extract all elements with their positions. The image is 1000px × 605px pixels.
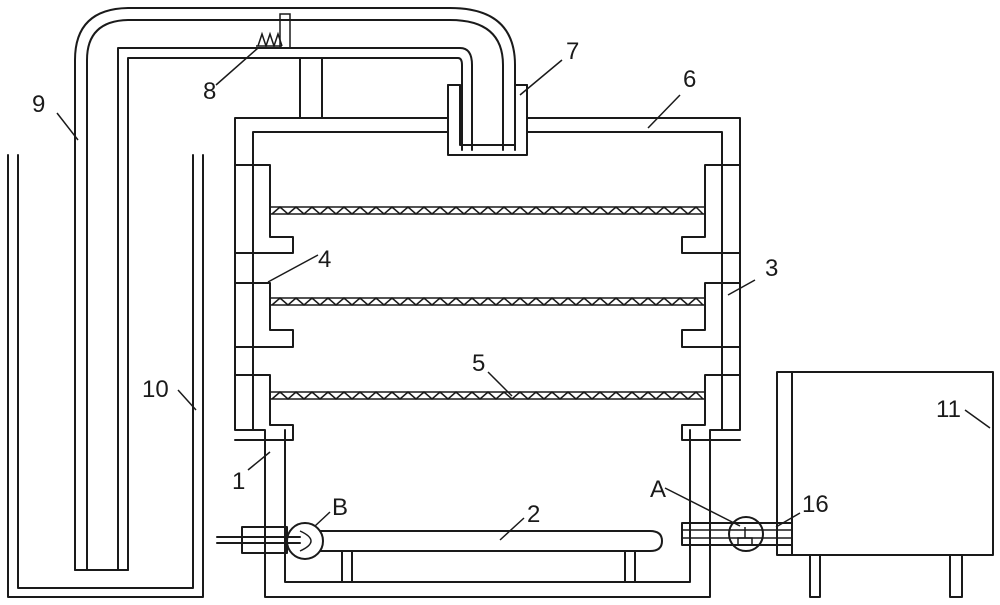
label-16: 16 <box>802 491 829 518</box>
drain-pipe <box>681 516 793 552</box>
label-9: 9 <box>32 91 46 118</box>
label-A: A <box>650 476 667 503</box>
support-post <box>299 57 323 119</box>
label-11: 11 <box>936 396 961 423</box>
mesh-shelves <box>269 205 706 400</box>
label-6: 6 <box>683 66 697 93</box>
main-box <box>234 117 741 598</box>
leader-lines <box>56 47 991 541</box>
label-3: 3 <box>765 255 779 282</box>
label-4: 4 <box>318 246 332 273</box>
label-8: 8 <box>203 78 217 105</box>
label-1: 1 <box>232 468 246 495</box>
label-B: B <box>332 494 349 521</box>
left-brackets <box>234 164 294 441</box>
pipe-sleeve <box>447 84 528 156</box>
right-brackets <box>681 164 741 441</box>
right-tank <box>776 371 994 598</box>
pipe-valve <box>256 13 291 49</box>
label-2: 2 <box>527 501 541 528</box>
label-10: 10 <box>142 376 169 403</box>
siphon-pipe <box>74 7 516 571</box>
heating-tube <box>216 522 663 583</box>
label-5: 5 <box>472 350 486 377</box>
left-tank <box>7 154 204 598</box>
label-7: 7 <box>566 38 580 65</box>
